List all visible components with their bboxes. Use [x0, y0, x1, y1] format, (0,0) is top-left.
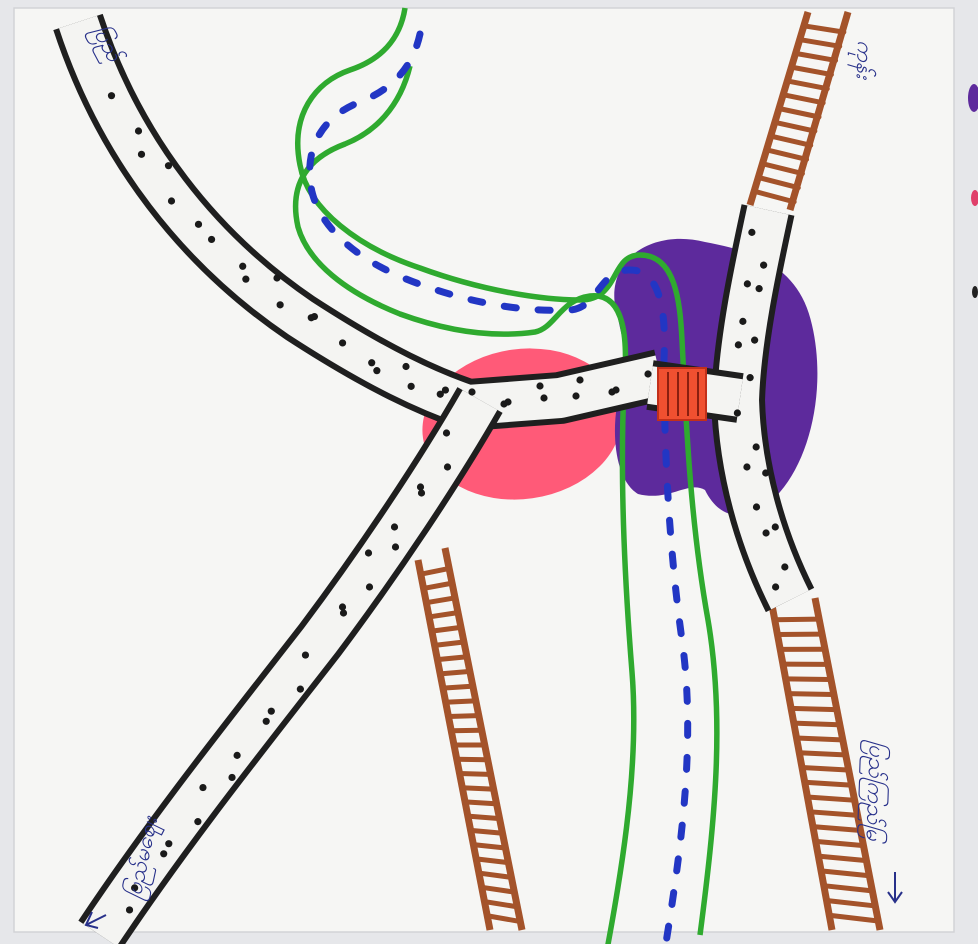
railway-tie: [471, 830, 502, 833]
road-dot: [208, 236, 215, 243]
road-dot: [366, 583, 373, 590]
road-dot: [753, 443, 760, 450]
road-dot: [747, 374, 754, 381]
road-dot: [297, 686, 304, 693]
road-dot: [468, 388, 475, 395]
road-dot: [402, 363, 409, 370]
road-dot: [536, 382, 543, 389]
road-dot: [762, 469, 769, 476]
road-dot: [195, 221, 202, 228]
road-dot: [392, 543, 399, 550]
road-dot: [302, 651, 309, 658]
railway-tie: [788, 694, 832, 695]
road-dot: [373, 367, 380, 374]
road-dot: [756, 285, 763, 292]
railway-tie: [805, 782, 851, 785]
road-dot: [442, 386, 449, 393]
railway-tie: [435, 642, 463, 645]
road-dot: [443, 429, 450, 436]
road-dot: [340, 609, 347, 616]
road-dot: [160, 850, 167, 857]
road-dot: [743, 463, 750, 470]
road-dot: [744, 280, 751, 287]
road-dot: [365, 549, 372, 556]
road-dot: [277, 301, 284, 308]
road-dot: [368, 359, 375, 366]
road-dot: [168, 197, 175, 204]
road-dot: [311, 313, 318, 320]
road-dot: [273, 274, 280, 281]
road-dot: [108, 92, 115, 99]
road-dot: [126, 906, 133, 913]
railway-tie: [807, 797, 853, 800]
railway-tie: [468, 816, 498, 818]
railway-tie: [440, 672, 469, 674]
railway-tie: [462, 788, 492, 789]
road-dot: [165, 840, 172, 847]
road-dot: [540, 394, 547, 401]
road-dot: [760, 262, 767, 269]
railway-tie: [446, 701, 475, 702]
road-dot: [268, 708, 275, 715]
road-dot: [772, 523, 779, 530]
road-dot: [753, 503, 760, 510]
railway-tie: [810, 812, 856, 815]
road-dot: [228, 774, 235, 781]
road-dot: [418, 489, 425, 496]
railway-tie: [443, 686, 472, 688]
railway-tie: [791, 708, 836, 709]
road-dot: [199, 784, 206, 791]
railway-tie: [775, 619, 818, 620]
railway-tie: [797, 738, 842, 740]
road-dot: [408, 383, 415, 390]
road-dot: [572, 392, 579, 399]
margin-dot-black: [972, 286, 978, 298]
railway-tie: [794, 723, 839, 725]
road-dot: [444, 463, 451, 470]
road-dot: [735, 341, 742, 348]
railway-tie: [448, 716, 477, 717]
railway-tie: [799, 753, 844, 755]
road-dot: [644, 370, 651, 377]
road-dot: [739, 318, 746, 325]
railway-tie: [437, 657, 465, 660]
bridge: [658, 368, 706, 420]
road-dot: [751, 337, 758, 344]
road-dot: [504, 398, 511, 405]
road-dot: [165, 162, 172, 169]
road-dot: [734, 409, 741, 416]
road-dot: [339, 603, 346, 610]
road-dot: [242, 276, 249, 283]
road-dot: [772, 583, 779, 590]
road-dot: [762, 529, 769, 536]
road-dot: [417, 483, 424, 490]
road-dot: [194, 818, 201, 825]
road-dot: [576, 376, 583, 383]
railway-tie: [465, 802, 495, 804]
road-dot: [135, 127, 142, 134]
road-dot: [234, 752, 241, 759]
road-dot: [263, 718, 270, 725]
road-dot: [339, 339, 346, 346]
railway-tie: [473, 845, 504, 848]
road-dot: [138, 151, 145, 158]
road-dot: [239, 263, 246, 270]
railway-tie: [802, 768, 848, 771]
railway-tie: [460, 773, 490, 774]
road-dot: [748, 229, 755, 236]
road-dot: [391, 523, 398, 530]
railway-tie: [786, 679, 830, 680]
road-dot: [612, 386, 619, 393]
road-dot: [781, 563, 788, 570]
